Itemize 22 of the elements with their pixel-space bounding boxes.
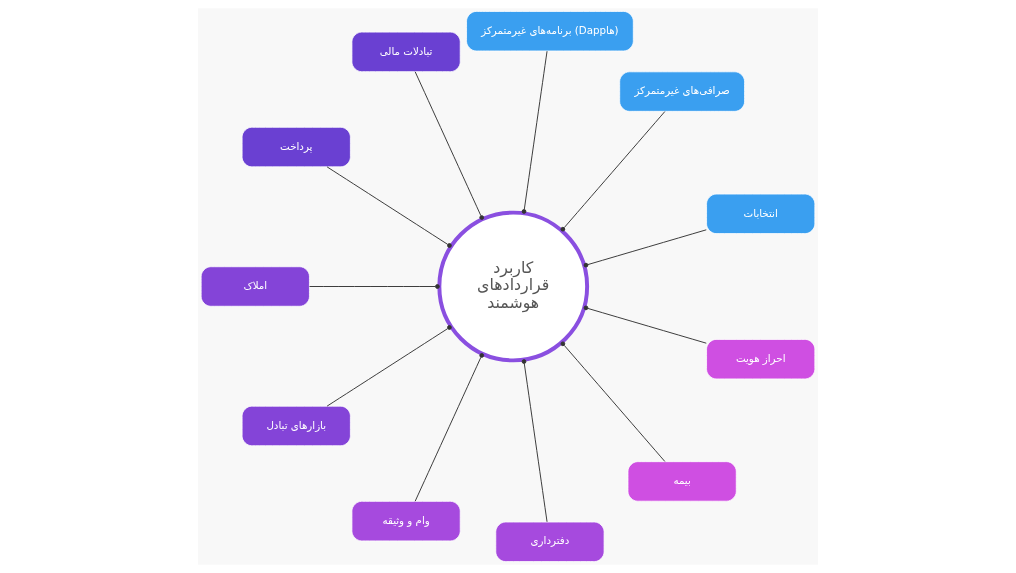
node-box: پرداخت (241, 126, 351, 168)
node-box: انتخابات (706, 193, 816, 234)
node-box: صرافی‌های غیرمتمرکز (619, 71, 745, 112)
connector (583, 305, 707, 344)
connector (414, 71, 485, 220)
connector (583, 229, 707, 268)
connector (326, 166, 452, 248)
node-box: احراز هویت (706, 339, 816, 380)
connector (521, 50, 548, 214)
connector (414, 353, 485, 502)
node-box: وام و وثیقه (351, 500, 461, 542)
node-box: دفترداری (495, 521, 605, 562)
connector (309, 284, 440, 289)
node-box: برنامه‌های غیرمتمرکز (Dappها) (466, 11, 634, 52)
connector (560, 111, 666, 232)
node-box: بیمه (627, 461, 737, 502)
node-box: بازارهای تبادل (241, 405, 351, 447)
node-box: املاک (200, 266, 310, 307)
connector (326, 325, 452, 407)
node-box: تبادلات مالی (351, 31, 461, 73)
connector (560, 341, 666, 462)
connector (521, 359, 548, 523)
